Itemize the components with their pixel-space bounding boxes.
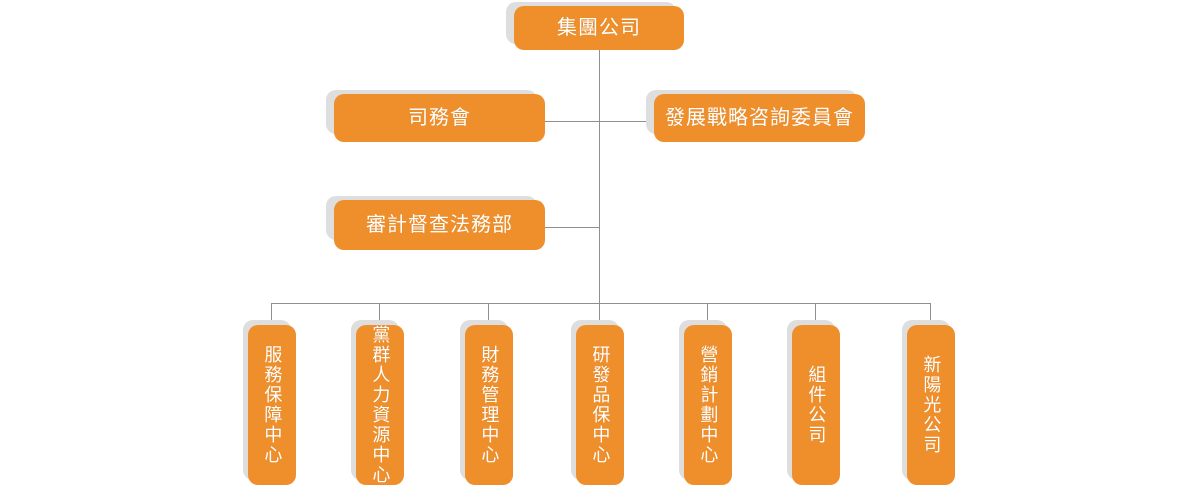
org-node-unit-7[interactable]: 新陽光公司 — [907, 325, 955, 485]
connector-trunk-vertical — [599, 50, 600, 303]
connector-drop-unit-4 — [599, 303, 600, 325]
org-node-advisory[interactable]: 發展戰略咨詢委員會 — [654, 94, 865, 142]
org-node-council-label: 司務會 — [408, 106, 471, 129]
org-node-unit-3-label: 財務管理中心 — [479, 345, 500, 465]
org-node-root[interactable]: 集團公司 — [514, 6, 684, 50]
org-node-unit-5[interactable]: 營銷計劃中心 — [684, 325, 732, 485]
connector-drop-unit-7 — [930, 303, 931, 325]
org-node-audit-label: 審計督查法務部 — [366, 213, 513, 236]
org-node-unit-2-label: 黨群人力資源中心 — [370, 325, 391, 485]
org-node-council[interactable]: 司務會 — [334, 94, 545, 142]
connector-drop-unit-1 — [271, 303, 272, 325]
org-node-audit[interactable]: 審計督查法務部 — [334, 200, 545, 250]
org-node-unit-7-label: 新陽光公司 — [921, 355, 942, 455]
org-node-unit-1[interactable]: 服務保障中心 — [248, 325, 296, 485]
connector-bottom-bus — [271, 303, 930, 304]
org-node-unit-2[interactable]: 黨群人力資源中心 — [356, 325, 404, 485]
connector-drop-unit-5 — [707, 303, 708, 325]
org-node-unit-1-label: 服務保障中心 — [262, 345, 283, 465]
connector-row2-horizontal — [545, 121, 655, 122]
org-node-unit-5-label: 營銷計劃中心 — [698, 345, 719, 465]
org-node-unit-4[interactable]: 研發品保中心 — [576, 325, 624, 485]
connector-drop-unit-2 — [379, 303, 380, 325]
org-node-advisory-label: 發展戰略咨詢委員會 — [665, 106, 854, 129]
org-node-root-label: 集團公司 — [557, 16, 641, 39]
connector-row3-horizontal — [545, 227, 600, 228]
connector-drop-unit-6 — [815, 303, 816, 325]
org-node-unit-6-label: 組件公司 — [806, 365, 827, 445]
org-node-unit-6[interactable]: 組件公司 — [792, 325, 840, 485]
connector-drop-unit-3 — [488, 303, 489, 325]
org-node-unit-4-label: 研發品保中心 — [590, 345, 611, 465]
org-node-unit-3[interactable]: 財務管理中心 — [465, 325, 513, 485]
